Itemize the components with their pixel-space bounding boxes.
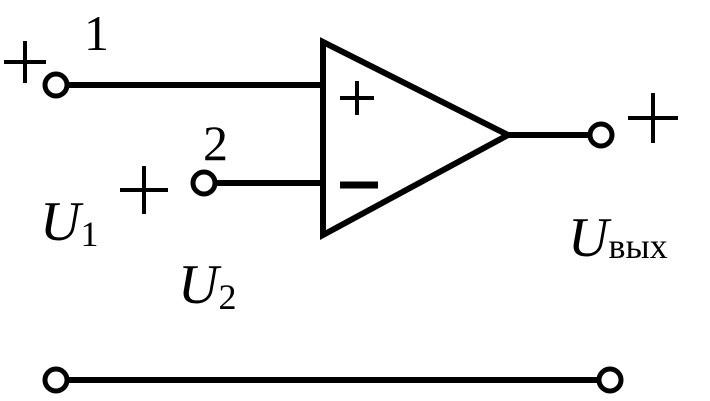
- terminal-ground-left: [42, 366, 70, 394]
- voltage-u1-symbol: U: [40, 191, 84, 253]
- voltage-output-subscript: вых: [608, 226, 667, 266]
- voltage-u2-symbol: U: [178, 254, 222, 316]
- noninverting-sign: [340, 81, 374, 115]
- terminal-input2: [190, 169, 218, 197]
- terminal-input1: [42, 71, 70, 99]
- voltage-u2-subscript: 2: [218, 277, 236, 317]
- input1-number-label: 1: [84, 5, 109, 61]
- input2-number-label: 2: [203, 115, 228, 171]
- terminal-output: [587, 121, 615, 149]
- polarity-plus-output: [628, 93, 678, 143]
- voltage-output-symbol: U: [568, 207, 612, 269]
- polarity-plus-input1: [4, 41, 46, 83]
- voltage-u1-label: U1: [40, 191, 98, 254]
- voltage-output-label: Uвых: [568, 207, 668, 269]
- polarity-plus-input2: [120, 166, 168, 214]
- voltage-u1-subscript: 1: [80, 214, 98, 254]
- terminal-ground-right: [596, 366, 624, 394]
- voltage-u2-label: U2: [178, 254, 236, 317]
- op-amp-triangle: [320, 37, 515, 241]
